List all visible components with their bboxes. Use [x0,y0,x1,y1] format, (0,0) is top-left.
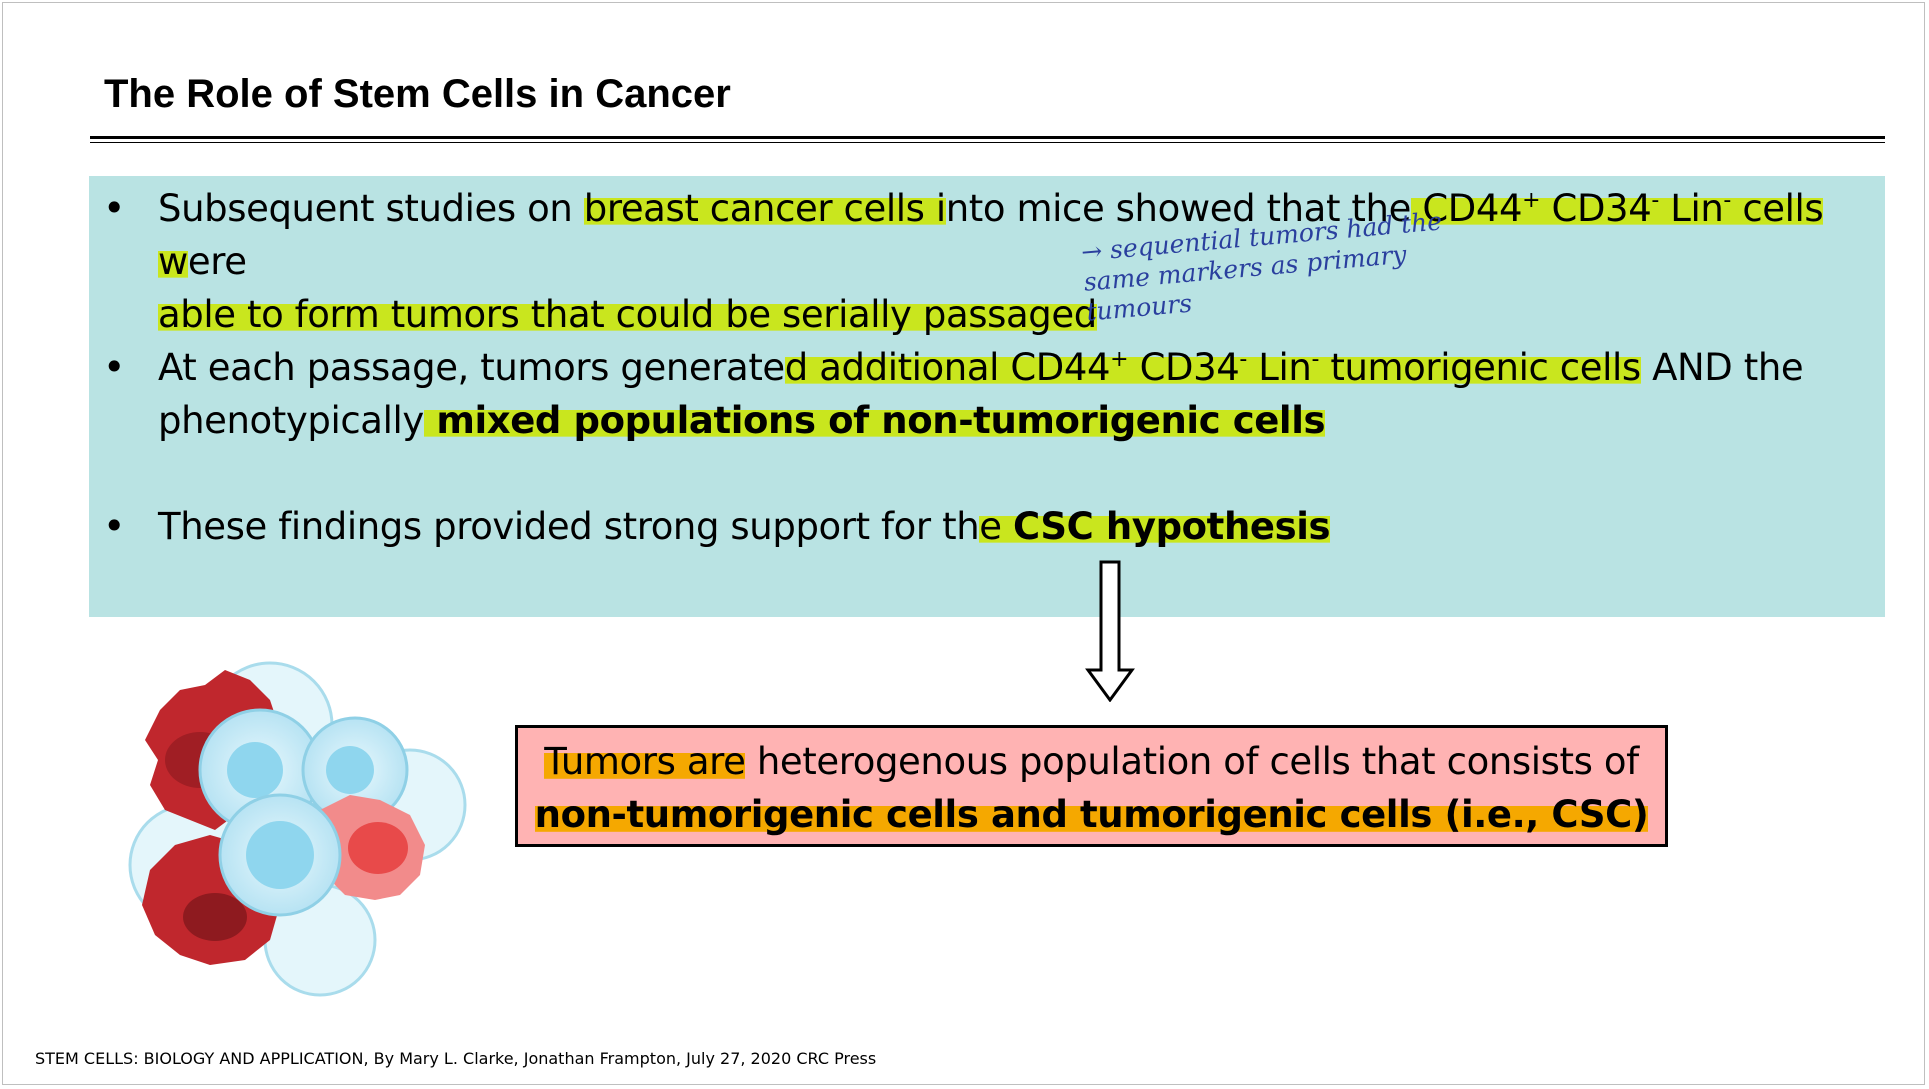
highlighted-text: d additional CD44+ CD34- Lin- tumorigeni… [784,346,1641,389]
bullet-2-text: At each passage, tumors generated additi… [158,341,1878,447]
text-run: d additional CD44 [784,346,1111,389]
text-run: AND the [1640,346,1804,389]
arrow-icon: → [1080,236,1104,267]
cancer-cells-illustration [128,661,467,997]
citation: STEM CELLS: BIOLOGY AND APPLICATION, By … [35,1049,877,1068]
superscript: + [1522,188,1541,213]
text-run: nto mice showed that the [945,187,1412,230]
text-run: tumorigenic cells [1319,346,1641,389]
highlighted-text: e [979,505,1013,548]
text-run: heterogenous population of cells that co… [745,740,1639,783]
text-run: CD34 [1128,346,1240,389]
conclusion-box: Tumors are heterogenous population of ce… [515,725,1668,847]
superscript: - [1239,347,1247,372]
down-arrow-icon [1085,560,1135,702]
text-run: CD44 [1410,187,1523,230]
slide-title: The Role of Stem Cells in Cancer [104,72,731,116]
superscript: + [1110,347,1129,372]
text-run: cells w [158,187,1824,283]
highlighted-bold-text: CSC hypothesis [1012,505,1331,548]
title-rule-thin [90,142,1885,143]
bullet-3-text: These findings provided strong support f… [158,500,1878,553]
text-run: Lin [1658,187,1724,230]
text-run: These findings provided strong support f… [158,505,980,548]
text-run: Subsequent studies on [158,187,584,230]
superscript: - [1651,188,1659,213]
highlighted-text: able to form tumors that could be serial… [158,293,1097,336]
highlighted-bold-text: mixed populations of non-tumorigenic cel… [423,399,1326,442]
bullet-marker: • [103,186,126,230]
bullet-marker: • [103,345,126,389]
highlighted-text: breast cancer cells i [583,187,946,230]
highlighted-text: Tumors are [544,740,746,783]
text-run: ere [187,240,247,283]
text-run: CD34 [1540,187,1652,230]
text-run: Lin [1246,346,1312,389]
highlighted-bold-text: non-tumorigenic cells and tumorigenic ce… [534,793,1649,836]
text-run: At each passage, tumors generate [158,346,785,389]
superscript: - [1311,347,1319,372]
bullet-marker: • [103,504,126,548]
superscript: - [1723,188,1731,213]
text-run: phenotypically [158,399,424,442]
bullet-1-text: Subsequent studies on breast cancer cell… [158,182,1878,341]
title-rule [90,136,1885,139]
